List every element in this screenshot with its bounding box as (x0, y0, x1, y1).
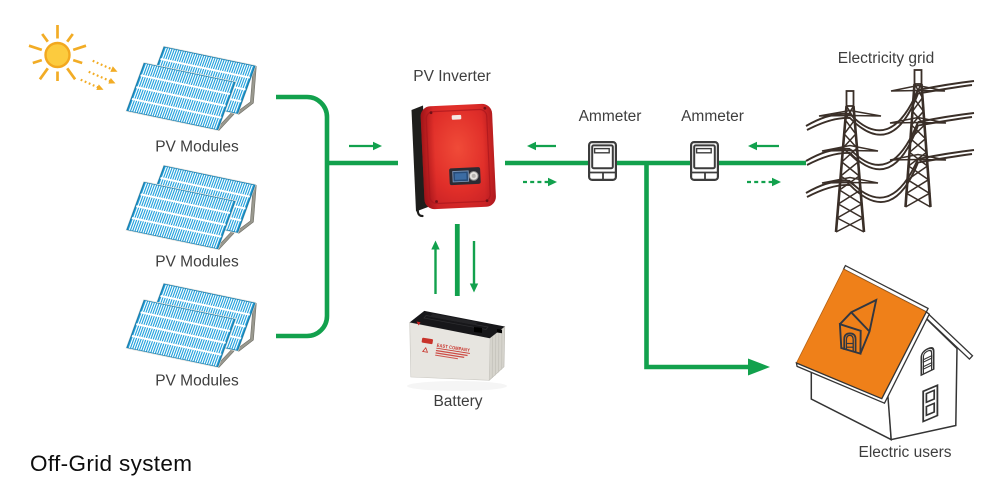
svg-text:Electricity grid: Electricity grid (838, 50, 934, 67)
svg-text:Battery: Battery (433, 393, 482, 410)
svg-text:Electric users: Electric users (858, 444, 951, 461)
svg-text:Ammeter: Ammeter (681, 108, 744, 125)
svg-text:PV Modules: PV Modules (155, 373, 239, 390)
svg-text:Off-Grid system: Off-Grid system (30, 451, 192, 476)
svg-text:PV Modules: PV Modules (155, 139, 239, 156)
svg-text:PV Modules: PV Modules (155, 254, 239, 271)
svg-text:EAST COMPANY: EAST COMPANY (436, 343, 470, 354)
svg-text:PV Inverter: PV Inverter (413, 68, 491, 85)
svg-text:Ammeter: Ammeter (579, 108, 642, 125)
